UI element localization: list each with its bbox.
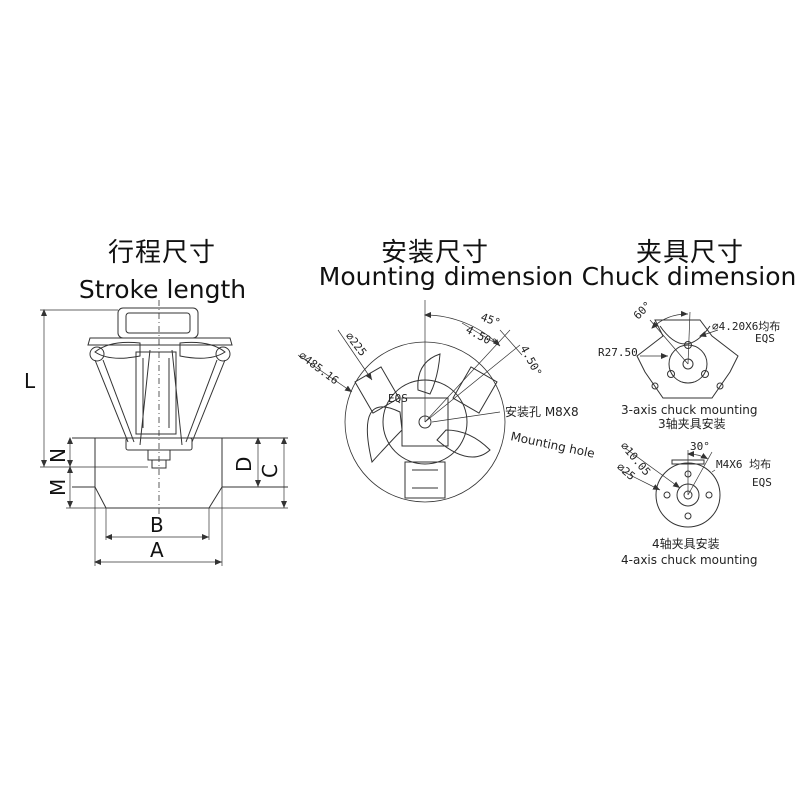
three-axis-hole-4 bbox=[651, 382, 659, 390]
blade-right bbox=[436, 429, 491, 458]
mount-angle-w2: 4.50° bbox=[517, 343, 544, 378]
central-column bbox=[135, 351, 177, 435]
dim-label-D: D bbox=[232, 457, 256, 472]
stroke-diagram bbox=[40, 300, 288, 566]
chuck4-hole: M4X6 均布 bbox=[716, 458, 771, 471]
chuck3-caption-cn: 3轴夹具安装 bbox=[658, 416, 726, 431]
four-axis-hole-4 bbox=[663, 491, 671, 499]
three-axis-hole-3 bbox=[701, 370, 709, 378]
three-axis-hole-5 bbox=[716, 382, 724, 390]
dim-label-A: A bbox=[150, 538, 164, 562]
chuck3-hole: ∅4.20X6均布 bbox=[712, 320, 780, 333]
chuck4-angle: 30° bbox=[690, 440, 710, 453]
stroke-title-en: Stroke length bbox=[78, 275, 247, 304]
mount-dim-485: ∅485.16 bbox=[296, 349, 341, 387]
motor-housing-inner bbox=[125, 312, 191, 334]
mount-dim-225: ∅225 bbox=[343, 330, 370, 359]
three-axis-hole-2 bbox=[667, 370, 675, 378]
mount-angle-45: 45° bbox=[479, 311, 502, 330]
blade-top bbox=[417, 353, 441, 395]
chuck-title-cn: 夹具尺寸 bbox=[635, 238, 744, 268]
chuck3-eqs: EQS bbox=[755, 332, 775, 345]
mounting-diagram bbox=[297, 300, 523, 503]
base-plate bbox=[87, 337, 233, 346]
chuck3-radius: R27.50 bbox=[598, 346, 638, 359]
mount-hole-cn: 安装孔 M8X8 bbox=[505, 404, 579, 419]
chuck4-caption-en: 4-axis chuck mounting bbox=[621, 553, 758, 567]
chuck4-eqs: EQS bbox=[752, 476, 772, 489]
stroke-title-cn: 行程尺寸 bbox=[107, 238, 216, 268]
right-elbow-joint bbox=[215, 346, 231, 362]
dim-label-N: N bbox=[46, 448, 70, 463]
mount-eqs: EQS bbox=[388, 392, 408, 405]
left-upper-arm bbox=[94, 341, 141, 359]
dim-label-C: C bbox=[258, 464, 282, 478]
chuck-three-axis-diagram bbox=[636, 310, 739, 399]
mount-hole-en: Mounting hole bbox=[509, 429, 596, 461]
dim-label-L: L bbox=[24, 369, 36, 393]
bracket-right bbox=[452, 366, 498, 414]
mounting-title-cn: 安装尺寸 bbox=[380, 238, 489, 268]
three-axis-hole-1 bbox=[684, 341, 692, 349]
three-axis-center-ring bbox=[668, 344, 708, 384]
left-elbow-joint bbox=[89, 346, 105, 362]
workspace-envelope bbox=[94, 437, 223, 509]
four-axis-hole-3 bbox=[684, 512, 692, 520]
chuck-title-en: Chuck dimension bbox=[581, 262, 797, 291]
right-upper-arm bbox=[179, 341, 226, 359]
chuck4-caption-cn: 4轴夹具安装 bbox=[652, 536, 720, 551]
chuck-four-axis-diagram bbox=[619, 447, 721, 528]
mounting-title-en: Mounting dimension bbox=[318, 262, 574, 291]
blade-left bbox=[366, 406, 403, 464]
dim-label-M: M bbox=[46, 479, 70, 496]
chuck3-angle: 60° bbox=[631, 299, 654, 322]
three-axis-body bbox=[636, 319, 739, 399]
four-axis-hole-2 bbox=[705, 491, 713, 499]
dim-label-B: B bbox=[150, 513, 164, 537]
chuck3-caption-en: 3-axis chuck mounting bbox=[621, 403, 758, 417]
bracket-bottom bbox=[404, 461, 446, 499]
